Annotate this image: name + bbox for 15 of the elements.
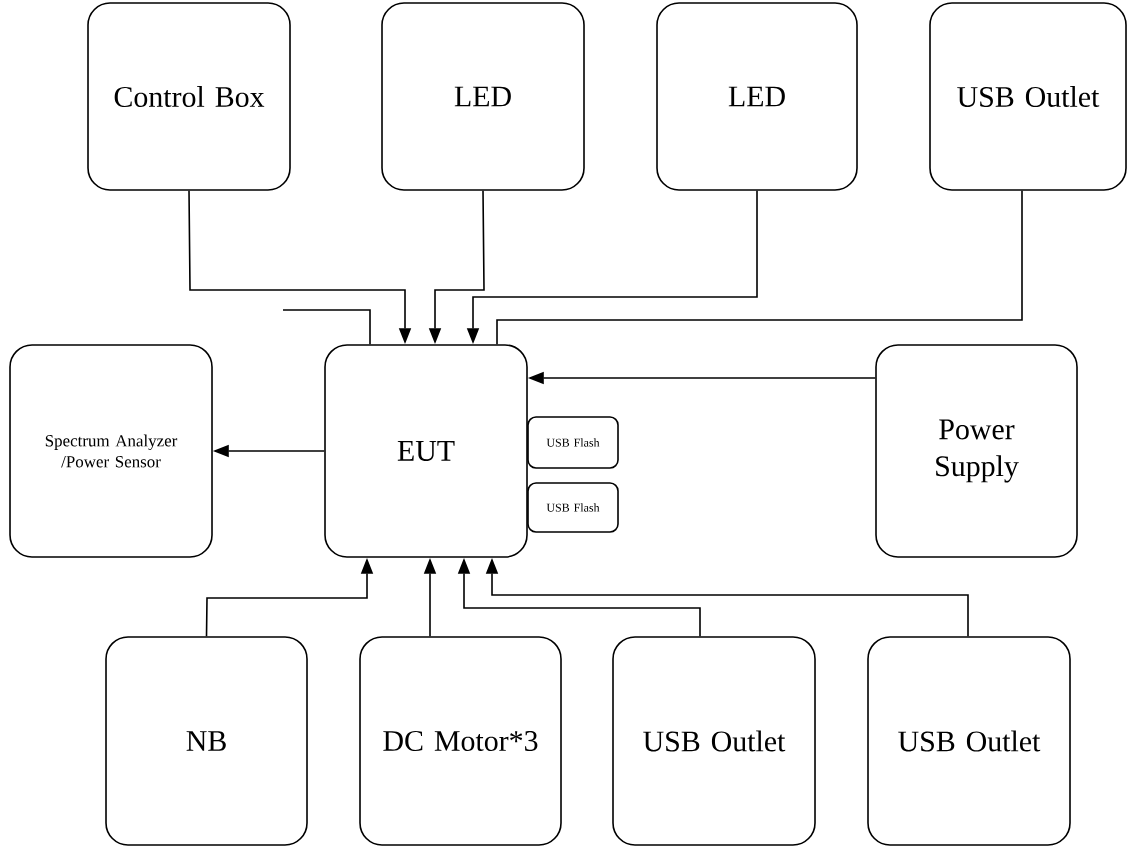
device-box: Control Box — [87, 2, 291, 191]
flash-drive-box: USB Flash — [527, 482, 619, 533]
connector-line — [496, 190, 1023, 345]
device-box: Spectrum Analyzer /Power Sensor — [9, 344, 213, 558]
device-box: EUT — [324, 344, 528, 558]
device-box: NB — [105, 636, 308, 846]
device-box: LED — [656, 2, 858, 191]
device-box: Power Supply — [875, 344, 1078, 558]
device-box: USB Outlet — [929, 2, 1127, 191]
device-box: DC Motor*3 — [359, 636, 562, 846]
flash-drive-box: USB Flash — [527, 416, 619, 469]
device-box: USB Outlet — [867, 636, 1071, 846]
device-box: USB Outlet — [612, 636, 816, 846]
device-box: LED — [381, 2, 585, 191]
connector-line — [282, 309, 371, 345]
